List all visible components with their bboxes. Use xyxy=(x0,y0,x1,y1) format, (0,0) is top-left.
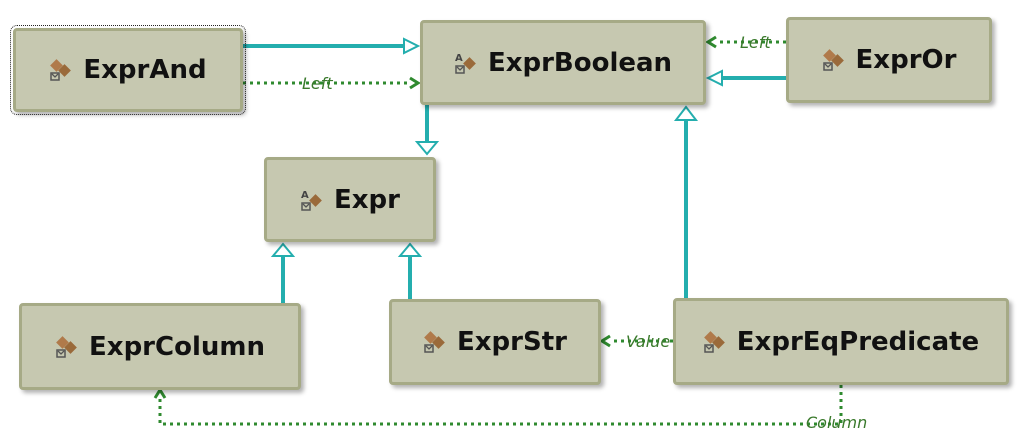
abstract-class-icon xyxy=(300,188,324,212)
edge-inheritance-expror-exprboolean[interactable] xyxy=(705,69,786,87)
class-name-exprboolean: ExprBoolean xyxy=(487,47,673,78)
class-box-exprboolean[interactable]: ExprBoolean xyxy=(420,20,706,105)
class-box-exprcolumn[interactable]: ExprColumn xyxy=(19,303,301,390)
class-icon xyxy=(703,330,727,354)
edge-association-expreqpredicate-exprcolumn[interactable]: Column xyxy=(153,385,867,432)
edge-inheritance-expreqpredicate-exprboolean[interactable] xyxy=(673,105,699,298)
class-box-expror[interactable]: ExprOr xyxy=(786,17,992,103)
edge-label-value: Value xyxy=(626,332,670,351)
class-name-exprand: ExprAnd xyxy=(83,55,207,85)
edge-inheritance-exprstr-expr[interactable] xyxy=(397,242,423,299)
class-icon xyxy=(822,48,846,72)
class-name-exprcolumn: ExprColumn xyxy=(89,331,265,362)
class-icon xyxy=(423,330,447,354)
edge-label-column: Column xyxy=(806,413,867,432)
class-box-exprstr[interactable]: ExprStr xyxy=(389,299,601,385)
class-icon xyxy=(49,58,73,82)
class-box-exprand[interactable]: ExprAnd xyxy=(10,25,246,115)
edge-label-left-1: Left xyxy=(302,74,333,93)
edge-inheritance-exprcolumn-expr[interactable] xyxy=(270,242,296,303)
edge-inheritance-exprand-exprboolean[interactable] xyxy=(243,37,421,55)
edge-association-expror-exprboolean[interactable]: Left xyxy=(705,33,786,52)
edge-association-expreqpredicate-exprstr[interactable]: Value xyxy=(599,332,673,351)
class-name-expreqpredicate: ExprEqPredicate xyxy=(736,326,980,357)
class-box-expreqpredicate[interactable]: ExprEqPredicate xyxy=(673,298,1009,385)
class-name-exprstr: ExprStr xyxy=(457,327,567,357)
class-name-expr: Expr xyxy=(334,184,400,215)
class-box-expr[interactable]: Expr xyxy=(264,157,436,242)
class-icon xyxy=(55,335,79,359)
abstract-class-icon xyxy=(454,51,478,75)
class-name-expror: ExprOr xyxy=(855,45,957,75)
edge-association-exprand-exprboolean[interactable]: Left xyxy=(243,74,421,93)
edge-label-left-2: Left xyxy=(740,33,771,52)
edge-inheritance-exprboolean-expr[interactable] xyxy=(414,105,440,156)
